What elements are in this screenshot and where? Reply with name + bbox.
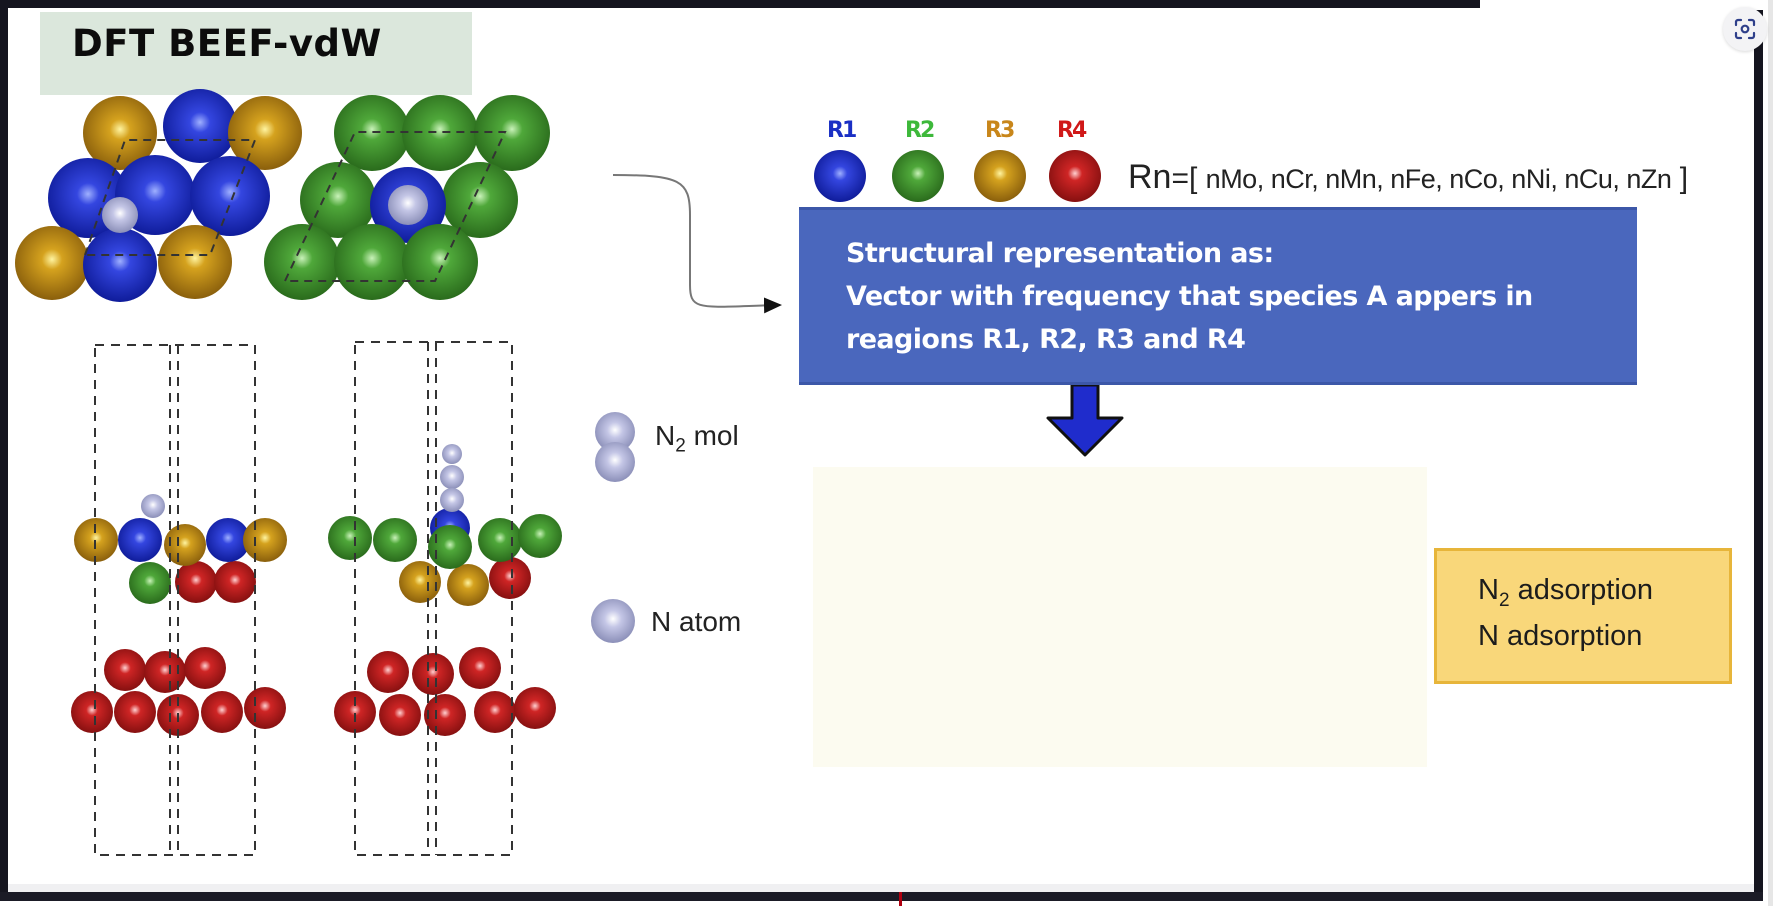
legend-n2-molecule: N2 mol <box>655 420 739 458</box>
atom-blue <box>163 89 237 163</box>
atom-green <box>892 150 944 202</box>
atom-gold <box>83 96 157 170</box>
region-label-r4: R4 <box>1057 118 1087 143</box>
output-line-1: N2 adsorption <box>1478 574 1653 612</box>
atom-red <box>71 691 113 733</box>
slide-bottom-strip <box>8 884 1754 892</box>
window-edge <box>1768 0 1773 906</box>
atom-blue <box>83 228 157 302</box>
slide-frame-right <box>1754 10 1763 895</box>
flow-arrow <box>612 174 782 314</box>
atom-gold <box>164 524 206 566</box>
nitrogen-atom <box>102 197 138 233</box>
representation-line-3: reagions R1, R2, R3 and R4 <box>846 324 1246 355</box>
down-arrow-icon <box>1046 383 1124 457</box>
legend-n2-subscript: 2 <box>675 435 686 457</box>
atom-blue <box>190 156 270 236</box>
atom-green <box>334 95 410 171</box>
region-label-r2: R2 <box>905 118 935 143</box>
atom-green <box>518 514 562 558</box>
slide-title: DFT BEEF-vdW <box>72 22 382 65</box>
atom-green <box>300 162 376 238</box>
region-label-r3: R3 <box>985 118 1015 143</box>
nitrogen-atom <box>440 488 464 512</box>
output-n2-subscript: 2 <box>1498 589 1510 611</box>
title-box <box>40 12 472 95</box>
visual-search-icon <box>1734 18 1756 40</box>
nitrogen-atom <box>595 412 635 452</box>
output-n2-symbol: N <box>1478 574 1499 606</box>
atom-red <box>244 687 286 729</box>
legend-n2-rest: mol <box>685 420 739 451</box>
slide-frame-bottom <box>0 892 1763 901</box>
nitrogen-atom <box>591 599 635 643</box>
unit-cell-side-outline <box>354 341 513 856</box>
formula-close: ] <box>1679 162 1689 195</box>
representation-line-1: Structural representation as: <box>846 238 1274 269</box>
atom-gold <box>974 150 1026 202</box>
atom-red <box>489 557 531 599</box>
atom-red <box>201 691 243 733</box>
atom-red <box>379 694 421 736</box>
nitrogen-atom <box>595 442 635 482</box>
atom-red <box>474 691 516 733</box>
atom-red <box>412 653 454 695</box>
atom-red <box>214 561 256 603</box>
atom-green <box>428 525 472 569</box>
playhead-marker <box>899 892 902 906</box>
formula-eq: =[ <box>1171 162 1198 195</box>
atom-green <box>129 562 171 604</box>
atom-red <box>424 694 466 736</box>
atom-red <box>334 691 376 733</box>
region-label-r1: R1 <box>827 118 857 143</box>
nitrogen-atom <box>440 465 464 489</box>
atom-red <box>175 561 217 603</box>
legend-n2-symbol: N <box>655 420 676 451</box>
atom-gold <box>243 518 287 562</box>
atom-green <box>402 224 478 300</box>
atom-gold <box>158 225 232 299</box>
atom-red <box>367 651 409 693</box>
atom-red <box>114 691 156 733</box>
atom-blue <box>118 518 162 562</box>
atom-gold <box>399 561 441 603</box>
unit-cell-outline <box>283 131 507 282</box>
representation-box <box>799 207 1637 385</box>
neural-network-panel <box>813 467 1427 767</box>
formula-values: nMo, nCr, nMn, nFe, nCo, nNi, nCu, nZn <box>1205 164 1672 194</box>
visual-search-button[interactable] <box>1723 7 1767 51</box>
region-vector-formula: Rn=[ nMo, nCr, nMn, nFe, nCo, nNi, nCu, … <box>1128 158 1688 197</box>
output-line-2: N adsorption <box>1478 620 1643 652</box>
atom-green <box>478 518 522 562</box>
nitrogen-atom <box>442 444 462 464</box>
atom-red <box>459 647 501 689</box>
atom-blue <box>814 150 866 202</box>
nitrogen-atom <box>141 494 165 518</box>
output-n2-rest: adsorption <box>1509 574 1654 606</box>
slide-frame-left <box>0 0 8 900</box>
atom-green <box>402 95 478 171</box>
nitrogen-atom <box>388 185 428 225</box>
atom-green <box>373 518 417 562</box>
atom-blue <box>206 518 250 562</box>
slide-frame-top <box>0 0 1480 8</box>
atom-red <box>514 687 556 729</box>
output-box <box>1434 548 1732 684</box>
atom-green <box>442 162 518 238</box>
atom-gold <box>447 564 489 606</box>
representation-line-2: Vector with frequency that species A app… <box>846 281 1533 312</box>
legend-n-atom: N atom <box>651 606 742 637</box>
formula-lhs: Rn <box>1128 158 1172 196</box>
atom-green <box>334 224 410 300</box>
atom-green <box>474 95 550 171</box>
atom-green <box>264 224 340 300</box>
unit-cell-side-outline <box>94 344 256 856</box>
atom-red <box>184 647 226 689</box>
atom-gold <box>228 96 302 170</box>
atom-red <box>1049 150 1101 202</box>
atom-gold <box>15 226 89 300</box>
atom-red <box>144 651 186 693</box>
atom-red <box>104 649 146 691</box>
atom-green <box>328 516 372 560</box>
